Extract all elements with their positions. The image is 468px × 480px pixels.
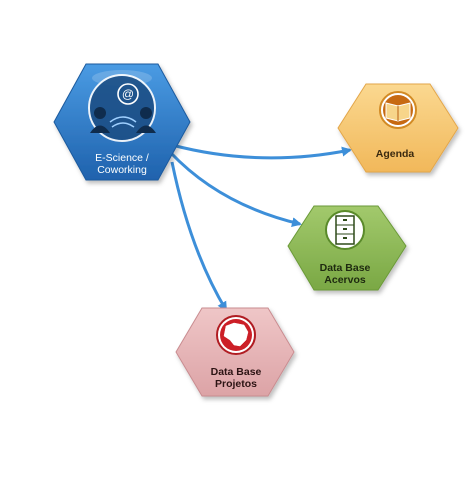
projetos-label-line1: Data Base (210, 366, 262, 378)
acervos-label-line2: Acervos (324, 274, 366, 286)
projetos-label: Data Base Projetos (198, 366, 274, 390)
arrow-hub-to-projetos (170, 161, 228, 312)
at-sign-people-icon: @ (88, 74, 156, 142)
hub-label: E-Science / Coworking (74, 152, 170, 176)
agenda-label-line1: Agenda (375, 148, 415, 160)
agenda-label: Agenda (360, 148, 430, 160)
book-icon (379, 91, 417, 129)
arrow-hub-to-acervos (168, 150, 302, 228)
svg-text:@: @ (122, 87, 134, 101)
brazil-map-icon (216, 315, 256, 355)
arrow-hub-to-agenda (171, 143, 352, 160)
hub-label-line2: Coworking (97, 164, 147, 176)
connectors (168, 143, 352, 312)
acervos-label: Data Base Acervos (310, 262, 380, 286)
file-cabinet-icon (325, 210, 365, 250)
projetos-label-line2: Projetos (214, 378, 257, 390)
acervos-label-line1: Data Base (319, 262, 371, 274)
hub-label-line1: E-Science / (95, 152, 149, 164)
